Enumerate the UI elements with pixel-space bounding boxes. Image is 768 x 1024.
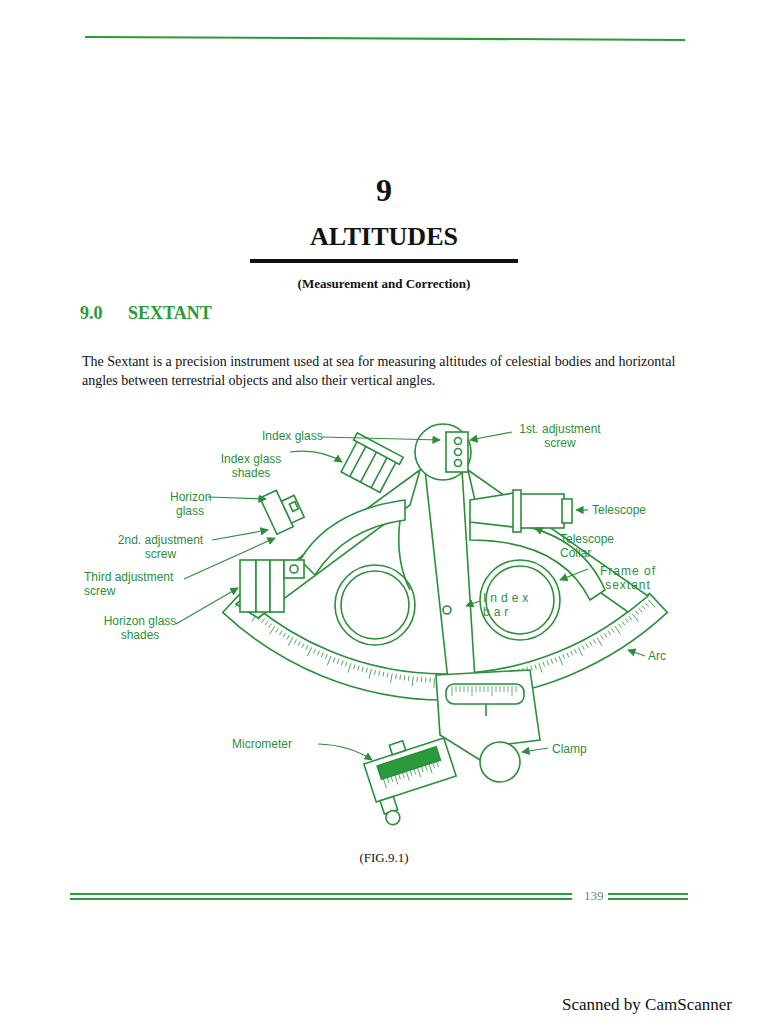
pivot <box>415 424 471 480</box>
vernier <box>446 684 524 704</box>
section-heading: SEXTANT <box>128 303 212 324</box>
index-glass-shades <box>338 433 404 494</box>
screw <box>455 449 462 456</box>
page-number: 139 <box>580 888 608 904</box>
sextant <box>223 424 668 828</box>
page-rules <box>70 37 688 899</box>
part-label: Index glass <box>262 429 323 443</box>
chapter-title: ALTITUDES <box>310 222 458 252</box>
scanner-watermark: Scanned by CamScanner <box>562 995 732 1015</box>
leader-lines <box>176 432 645 760</box>
part-label: Horizon glass shades <box>100 614 180 642</box>
section-number: 9.0 <box>80 303 103 324</box>
frame-web <box>300 500 405 575</box>
index-bar-pin <box>443 606 451 614</box>
frame-hole <box>480 560 560 640</box>
chapter-number: 9 <box>376 172 392 209</box>
first-adjustment-screw <box>455 438 462 445</box>
telescope-collar <box>513 490 521 532</box>
part-label: 2nd. adjustment screw <box>108 533 213 561</box>
part-label: Micrometer <box>232 737 292 751</box>
vernier-pointer <box>485 704 487 716</box>
subtitle: (Measurement and Correction) <box>298 276 471 292</box>
telescope <box>520 494 564 528</box>
part-label: 1st. adjustment screw <box>510 422 610 450</box>
part-label: Frame of sextant <box>588 564 668 592</box>
micrometer <box>361 728 465 827</box>
part-label: Index glass shades <box>210 452 292 480</box>
body-text: The Sextant is a precision instrument us… <box>82 352 688 390</box>
telescope-eyepiece <box>562 499 572 523</box>
screw <box>455 460 462 467</box>
part-label: Clamp <box>552 742 587 756</box>
clamp <box>480 742 520 782</box>
horizon-glass <box>260 484 306 534</box>
figure-caption: (FIG.9.1) <box>359 850 408 866</box>
horizon-glass-shades <box>240 560 304 612</box>
part-label: Index bar <box>483 591 543 619</box>
frame-hole <box>341 571 409 639</box>
part-label: Third adjustment screw <box>84 570 184 598</box>
index-bar <box>425 470 475 680</box>
part-label: Horizon glass <box>170 490 210 518</box>
part-label: Telescope <box>592 503 646 517</box>
index-glass <box>446 432 468 472</box>
part-label: Arc <box>648 649 666 663</box>
frame-edge <box>399 520 410 590</box>
part-label: Telescope Collar <box>560 532 620 560</box>
frame-hole <box>335 565 415 645</box>
